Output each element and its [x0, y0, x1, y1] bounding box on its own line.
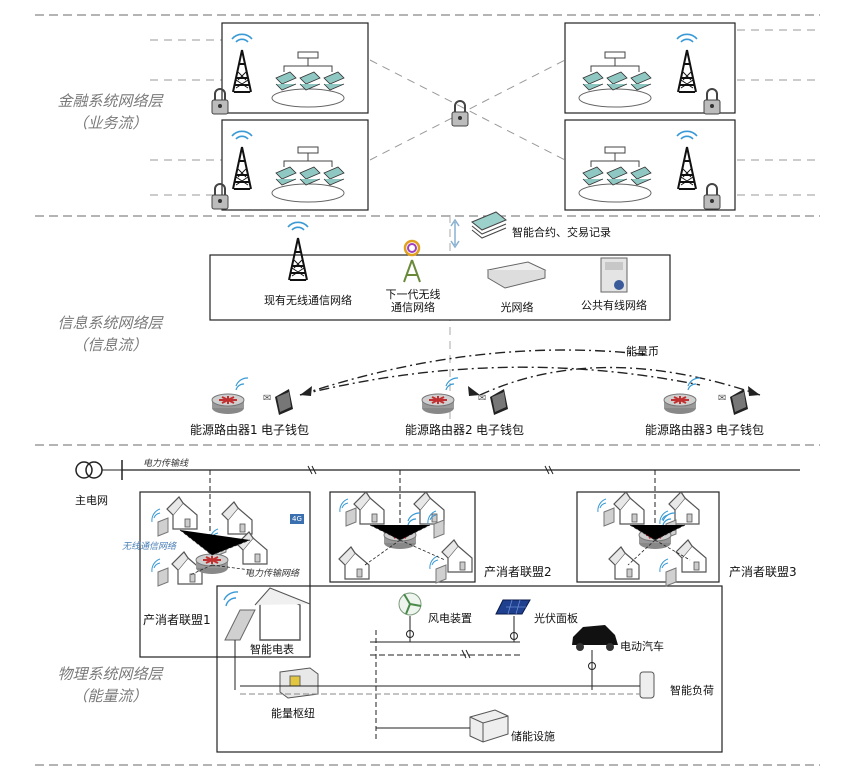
physical-layer-label: 物理系统网络层 （能量流）	[40, 663, 180, 707]
ev-car-icon	[572, 625, 618, 670]
alliance-3-box	[576, 491, 720, 583]
network-label-optical: 光网络	[500, 301, 534, 314]
wind-label: 风电装置	[428, 612, 472, 625]
wallet-2-icon	[478, 389, 508, 415]
finance-node-br	[564, 119, 736, 211]
alliance-1-box	[139, 491, 311, 658]
wallet-1-icon	[263, 389, 293, 415]
energy-coin-flows	[299, 349, 761, 396]
info-layer-name: 信息系统网络层	[57, 314, 163, 332]
finance-links	[150, 29, 820, 430]
main-grid-label: 主电网	[75, 494, 108, 507]
smart-load-icon	[639, 671, 655, 699]
wind-turbine-icon	[398, 592, 422, 638]
optical-network-icon	[486, 261, 547, 289]
physical-layer-name: 物理系统网络层	[57, 665, 163, 683]
wallet-label-1: 电子钱包	[261, 423, 310, 437]
finance-layer-sub: （业务流）	[72, 114, 148, 132]
info-layer-label: 信息系统网络层 （信息流）	[40, 312, 180, 356]
info-network-box	[209, 254, 671, 321]
finance-layer-label: 金融系统网络层 （业务流）	[40, 90, 180, 134]
next-gen-tower-icon	[403, 239, 421, 283]
energy-coin-label: 能量币	[626, 345, 659, 358]
storage-icon	[469, 709, 509, 743]
line-breaks	[307, 465, 554, 475]
badge-4g: 4G	[290, 514, 304, 524]
router-label-1: 能源路由器1	[190, 423, 258, 437]
wallet-label-3: 电子钱包	[716, 423, 765, 437]
power-net-label: 电力传输网络	[245, 569, 300, 579]
wallet-label-2: 电子钱包	[476, 423, 525, 437]
wallet-3-icon	[718, 389, 748, 415]
ev-label: 电动汽车	[620, 640, 664, 653]
router-label-3: 能源路由器3	[645, 423, 713, 437]
main-grid-transformer-icon	[75, 460, 123, 480]
finance-node-tl	[211, 22, 369, 115]
physical-layer-sub: （能量流）	[72, 687, 148, 705]
alliance-2-box	[329, 491, 476, 583]
finance-layer-name: 金融系统网络层	[57, 92, 163, 110]
alliance-2-homes	[338, 491, 473, 584]
finance-node-bl	[211, 119, 369, 211]
network-label-nextgen: 下一代无线 通信网络	[385, 288, 441, 314]
alliance-label-1: 产消者联盟1	[143, 613, 211, 627]
contract-docs-icon	[471, 211, 507, 239]
router-label-2: 能源路由器2	[405, 423, 473, 437]
public-wired-server-icon	[600, 257, 628, 293]
smart-load-label: 智能负荷	[670, 684, 714, 697]
energy-router-2-icon	[421, 376, 459, 415]
network-label-wireless: 现有无线通信网络	[264, 294, 352, 307]
alliance-3-homes	[597, 491, 707, 587]
smart-meter-label: 智能电表	[250, 643, 294, 656]
smart-home-box	[216, 585, 723, 753]
network-label-public: 公共有线网络	[581, 299, 647, 312]
alliance-label-3: 产消者联盟3	[729, 565, 797, 579]
hub-label: 能量枢纽	[271, 707, 315, 720]
alliance-label-2: 产消者联盟2	[484, 565, 552, 579]
storage-label: 储能设施	[511, 730, 555, 743]
home-bus-lines	[234, 616, 640, 740]
flow-arrowheads	[300, 386, 760, 396]
energy-router-1-icon	[211, 376, 249, 415]
pv-panel-icon	[495, 599, 531, 640]
wireless-net-label: 无线通信网络	[122, 542, 177, 552]
power-line-label: 电力传输线	[143, 459, 189, 469]
smart-meter-house-icon	[223, 587, 311, 641]
pv-label: 光伏面板	[534, 612, 578, 625]
lock-icon-center	[451, 100, 469, 127]
finance-node-tr	[564, 22, 736, 115]
contract-label: 智能合约、交易记录	[512, 226, 611, 239]
energy-router-3-icon	[663, 376, 701, 415]
alliance-links	[179, 524, 691, 576]
energy-hub-icon	[279, 667, 319, 699]
info-layer-sub: （信息流）	[72, 336, 148, 354]
